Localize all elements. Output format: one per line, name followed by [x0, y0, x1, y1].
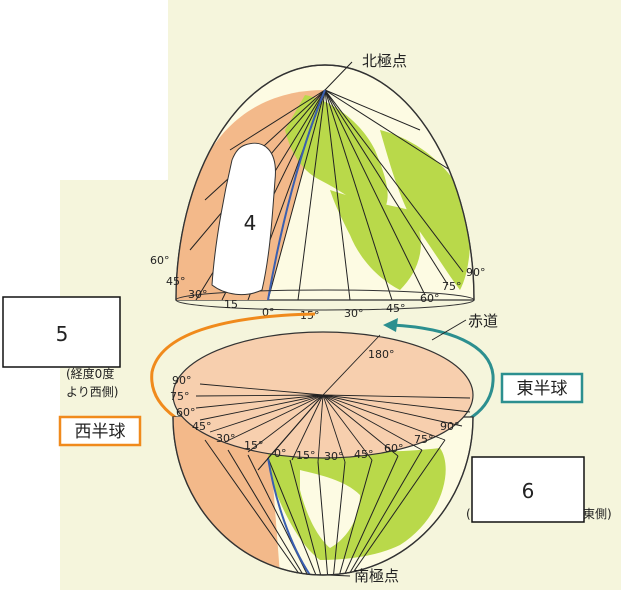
eastern-hemisphere-label: 東半球 [517, 379, 568, 399]
upper-bottom-tick-2: 30° [344, 307, 364, 320]
north-pole-label: 北極点 [362, 52, 407, 70]
eastern-arrowhead [383, 318, 398, 332]
upper-left-tick-2: 30° [188, 288, 208, 301]
east-note-tail: 東側) [583, 507, 612, 521]
lower-left-tick-3: 45° [192, 420, 212, 433]
box-6-label: 6 [522, 479, 535, 503]
lower-bottom-tick-0: 0° [274, 447, 287, 460]
lower-bottom-tick-4: 60° [384, 442, 404, 455]
lower-africa-outline [300, 470, 360, 548]
asia-landmass [380, 130, 471, 290]
lower-prime-meridian [267, 457, 311, 575]
lower-bottom-tick-3: 45° [354, 448, 374, 461]
upper-bottom-tick-6: 90° [466, 266, 486, 279]
lower-western-area [173, 417, 280, 575]
south-pole-pointer [327, 574, 351, 577]
box-5-label: 5 [56, 322, 69, 346]
upper-bottom-tick-4: 60° [420, 292, 440, 305]
east-note-paren: ( [466, 507, 471, 521]
lower-left-tick-2: 60° [176, 406, 196, 419]
equator-label: 赤道 [468, 312, 498, 330]
equator-pointer [431, 319, 467, 341]
upper-left-tick-3: 15 [224, 298, 238, 311]
west-note-line2: より西側) [66, 385, 118, 399]
answer-box-5 [2, 296, 121, 368]
western-hemisphere-box [58, 415, 142, 447]
africa-landmass [330, 190, 421, 290]
lower-left-tick-0: 90° [172, 374, 192, 387]
upper-left-tick-1: 45° [166, 275, 186, 288]
prime-meridian-line [267, 89, 326, 300]
lower-bottom-tick-2: 30° [324, 450, 344, 463]
lower-bottom-tick-1: 15° [296, 449, 316, 462]
eastern-hemisphere-box [500, 372, 584, 404]
deg-180-label: 180° [368, 348, 395, 361]
lower-bottom-tick-5: 75° [414, 433, 434, 446]
lower-meridians [204, 439, 446, 575]
disc-south-line [257, 394, 324, 471]
lower-left-tick-1: 75° [170, 390, 190, 403]
upper-bottom-tick-5: 75° [442, 280, 462, 293]
western-hemisphere-label: 西半球 [75, 422, 126, 442]
mask-blob-4 [211, 142, 276, 296]
north-pole-pointer [324, 61, 353, 91]
south-pole-label: 南極点 [354, 567, 399, 585]
lower-left-tick-4: 30° [216, 432, 236, 445]
box-4-label: 4 [244, 211, 257, 235]
west-note-line1: (経度0度 [66, 366, 114, 381]
answer-box-6 [471, 456, 585, 523]
upper-left-tick-0: 60° [150, 254, 170, 267]
upper-bottom-tick-3: 45° [386, 302, 406, 315]
upper-rim [175, 289, 475, 311]
lower-hemisphere [172, 416, 474, 576]
lower-bottom-tick-6: 90° [440, 420, 460, 433]
lower-left-tick-5: 15° [244, 439, 264, 452]
